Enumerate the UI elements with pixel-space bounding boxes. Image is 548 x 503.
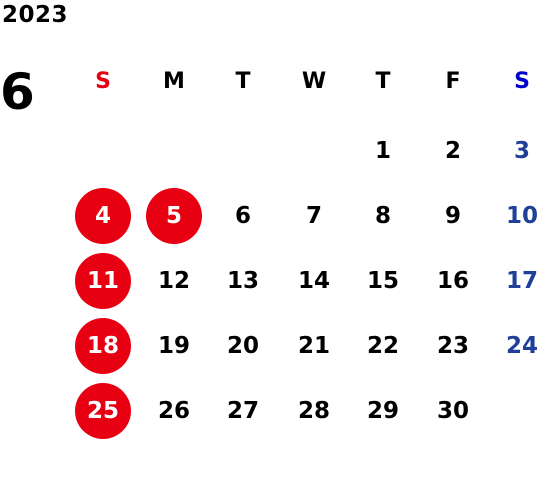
calendar-day-14[interactable]: 14 <box>297 268 330 294</box>
weekday-header-mon: M <box>163 68 185 94</box>
calendar-day-24[interactable]: 24 <box>505 333 538 359</box>
calendar-day-2[interactable]: 2 <box>444 138 461 164</box>
calendar-day-23[interactable]: 23 <box>436 333 469 359</box>
calendar-day-6[interactable]: 6 <box>234 203 251 229</box>
calendar-day-8[interactable]: 8 <box>374 203 391 229</box>
weekday-header-wed: W <box>301 68 327 94</box>
calendar-day-26[interactable]: 26 <box>157 398 190 424</box>
calendar-day-27[interactable]: 27 <box>226 398 259 424</box>
calendar-day-25[interactable]: 25 <box>75 383 131 439</box>
calendar-day-29[interactable]: 29 <box>366 398 399 424</box>
calendar-day-4[interactable]: 4 <box>75 188 131 244</box>
calendar-day-13[interactable]: 13 <box>226 268 259 294</box>
calendar-day-12[interactable]: 12 <box>157 268 190 294</box>
calendar-day-17[interactable]: 17 <box>505 268 538 294</box>
weekday-header-tue: T <box>235 68 251 94</box>
calendar-day-1[interactable]: 1 <box>374 138 391 164</box>
calendar-day-19[interactable]: 19 <box>157 333 190 359</box>
calendar-day-16[interactable]: 16 <box>436 268 469 294</box>
calendar-day-20[interactable]: 20 <box>226 333 259 359</box>
calendar-day-9[interactable]: 9 <box>444 203 461 229</box>
weekday-header-thu: T <box>375 68 391 94</box>
calendar-day-21[interactable]: 21 <box>297 333 330 359</box>
calendar-month: 6 <box>0 63 35 121</box>
calendar-day-28[interactable]: 28 <box>297 398 330 424</box>
calendar-day-5[interactable]: 5 <box>146 188 202 244</box>
weekday-header-sat: S <box>514 68 530 94</box>
weekday-header-sun: S <box>95 68 111 94</box>
calendar-day-3[interactable]: 3 <box>513 138 530 164</box>
calendar-day-11[interactable]: 11 <box>75 253 131 309</box>
calendar-day-30[interactable]: 30 <box>436 398 469 424</box>
calendar-day-10[interactable]: 10 <box>505 203 538 229</box>
calendar-day-22[interactable]: 22 <box>366 333 399 359</box>
calendar-day-18[interactable]: 18 <box>75 318 131 374</box>
calendar-year: 2023 <box>2 2 69 28</box>
calendar-day-7[interactable]: 7 <box>305 203 322 229</box>
weekday-header-fri: F <box>445 68 461 94</box>
calendar-day-15[interactable]: 15 <box>366 268 399 294</box>
